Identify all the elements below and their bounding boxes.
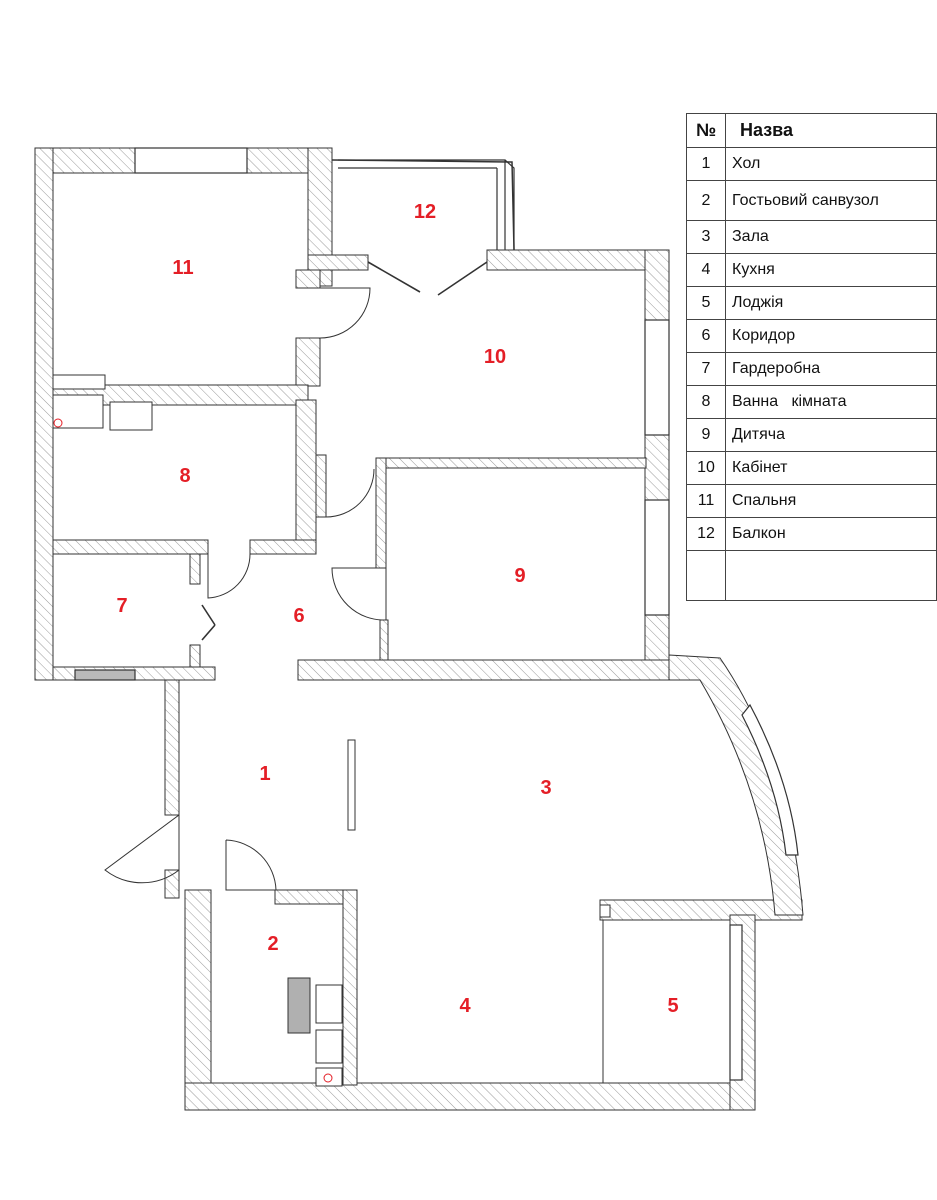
legend-name: Гардеробна xyxy=(725,352,937,386)
legend-name: Балкон xyxy=(725,517,937,551)
legend-num: 8 xyxy=(686,385,726,419)
room-label-7: 7 xyxy=(116,595,127,617)
legend-header-row: № Назва xyxy=(686,113,937,148)
legend-num: 7 xyxy=(686,352,726,386)
legend-num: 3 xyxy=(686,220,726,254)
legend-num: 4 xyxy=(686,253,726,287)
legend-num: 11 xyxy=(686,484,726,518)
room-label-2: 2 xyxy=(267,933,278,955)
legend-name: Спальня xyxy=(725,484,937,518)
room-label-4: 4 xyxy=(459,995,471,1017)
windows xyxy=(74,147,799,1081)
legend-header-name: Назва xyxy=(725,113,937,148)
legend-num: 2 xyxy=(686,180,726,221)
legend-name: Ванна кімната xyxy=(725,385,937,419)
room-label-12: 12 xyxy=(414,201,436,223)
legend-empty-name xyxy=(725,550,937,601)
room-label-11: 11 xyxy=(172,257,193,279)
legend-name: Коридор xyxy=(725,319,937,353)
legend-empty-row xyxy=(686,550,937,601)
legend-name: Кухня xyxy=(725,253,937,287)
legend-name: Гостьовий санвузол xyxy=(725,180,937,221)
legend-num: 6 xyxy=(686,319,726,353)
room-label-5: 5 xyxy=(667,995,678,1017)
room-label-1: 1 xyxy=(259,763,270,785)
legend-name: Кабінет xyxy=(725,451,937,485)
legend-num: 1 xyxy=(686,147,726,181)
room-label-3: 3 xyxy=(540,777,551,799)
legend-name: Хол xyxy=(725,147,937,181)
legend-num: 5 xyxy=(686,286,726,320)
room-labels: 1 2 3 4 5 6 7 8 9 10 11 12 xyxy=(116,201,678,1017)
legend-name: Зала xyxy=(725,220,937,254)
fixtures xyxy=(52,374,611,1087)
legend-name: Дитяча xyxy=(725,418,937,452)
room-label-9: 9 xyxy=(514,565,525,587)
room-label-10: 10 xyxy=(484,346,506,368)
legend-num: 12 xyxy=(686,517,726,551)
balcony-outline xyxy=(331,159,515,251)
room-label-6: 6 xyxy=(293,605,304,627)
legend-name: Лоджія xyxy=(725,286,937,320)
room-label-8: 8 xyxy=(179,465,190,487)
legend-num: 10 xyxy=(686,451,726,485)
doors xyxy=(104,261,488,891)
legend-num: 9 xyxy=(686,418,726,452)
legend-empty-num xyxy=(686,550,726,601)
legend-header-num: № xyxy=(686,113,726,148)
